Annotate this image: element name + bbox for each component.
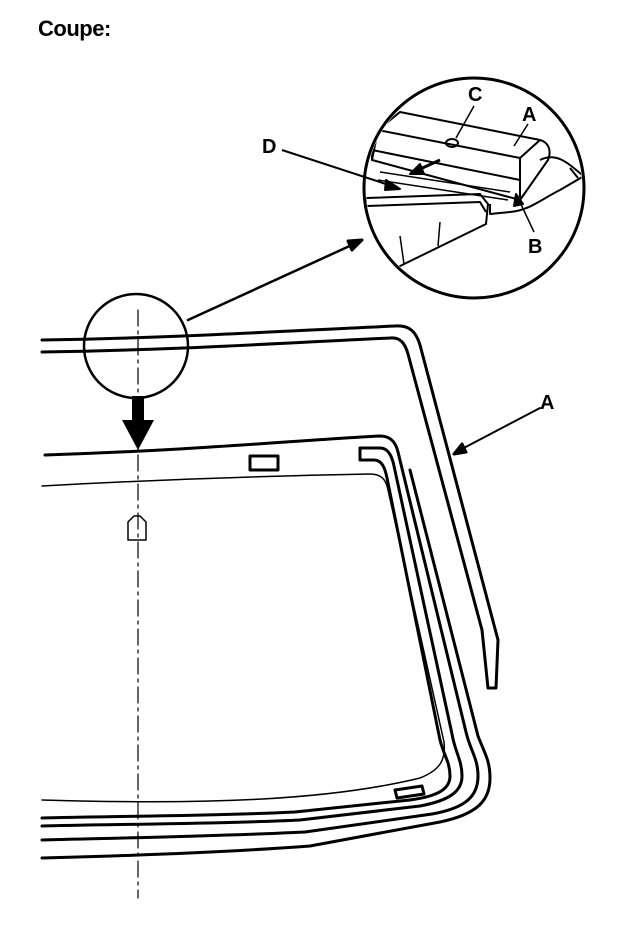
callout-a-detail-leader <box>513 123 529 147</box>
glass-slab <box>366 193 489 269</box>
detail-illustration <box>281 105 582 269</box>
windshield-frame-line-1 <box>40 446 464 828</box>
body-panel <box>489 156 582 215</box>
molding-body <box>371 111 551 201</box>
callout-d-leader <box>281 149 393 187</box>
callout-d-detail-label: D <box>262 136 277 158</box>
molding-hole <box>445 138 459 148</box>
roof-edge-inner-line <box>40 336 484 632</box>
callout-b-detail-label: B <box>528 236 543 258</box>
detail-leader-line <box>186 242 356 322</box>
molding-end-tab <box>480 628 500 690</box>
callout-a-main-arrowhead <box>452 442 468 456</box>
windshield-top-edge <box>43 434 400 457</box>
clip-slot-rect <box>248 454 280 472</box>
callout-a-detail-label: A <box>522 104 537 126</box>
page-title: Coupe: <box>38 16 111 41</box>
callout-a-main-label: A <box>540 392 555 414</box>
install-direction-arrow <box>122 396 154 450</box>
windshield-frame-line-2 <box>40 446 452 820</box>
callout-c-detail-label: C <box>468 84 483 106</box>
callout-d-arrowhead <box>384 179 401 191</box>
windshield-frame-line-3 <box>40 450 480 842</box>
roof-edge-line <box>40 324 500 642</box>
detail-leader-arrowhead <box>346 238 364 252</box>
lower-trim-strip <box>393 784 426 800</box>
magnifier-small-circle <box>82 292 190 400</box>
glass-edge <box>41 473 446 803</box>
windshield-frame-line-4 <box>40 468 492 860</box>
callout-a-main-leader <box>459 407 541 451</box>
magnifier-detail-circle <box>362 76 586 300</box>
mirror-mount <box>127 515 147 541</box>
callout-c-leader <box>455 105 475 139</box>
